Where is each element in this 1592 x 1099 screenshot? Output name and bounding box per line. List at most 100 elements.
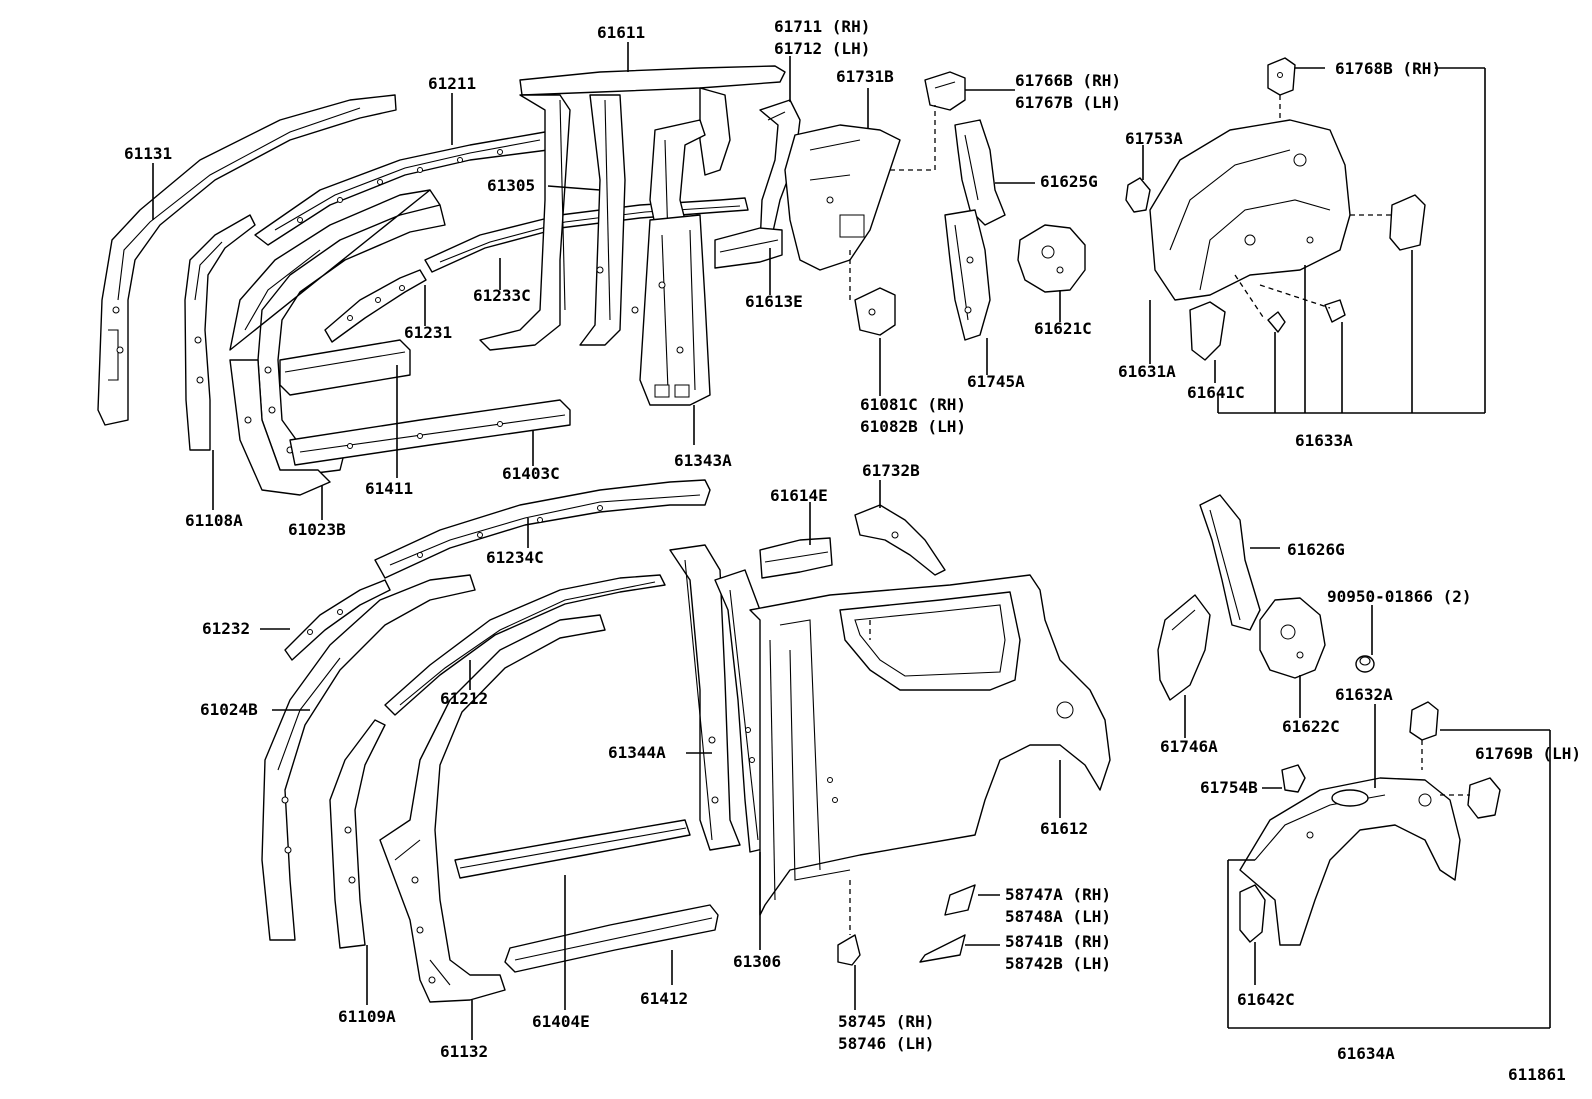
label-61344a: 61344A xyxy=(608,743,666,762)
label-61622c: 61622C xyxy=(1282,717,1340,736)
label-61753a: 61753A xyxy=(1125,129,1183,148)
part-61234c-roof-rail xyxy=(374,479,711,579)
part-61611-roof-side xyxy=(479,65,786,351)
part-61754b-clip xyxy=(1281,764,1306,793)
label-61132: 61132 xyxy=(440,1042,489,1061)
part-61634a-small-part xyxy=(1467,777,1501,819)
part-61631a-wheel-house xyxy=(1149,119,1351,301)
part-61614e-bracket xyxy=(759,537,833,579)
label-61632a: 61632A xyxy=(1335,685,1393,704)
label-61211: 61211 xyxy=(428,74,477,93)
label-61631a: 61631A xyxy=(1118,362,1176,381)
part-61212-roof-rail xyxy=(384,574,666,716)
label-61731b: 61731B xyxy=(836,67,894,86)
part-61081c-bracket xyxy=(854,287,896,336)
part-61613e-bracket xyxy=(714,227,783,269)
part-61109a-pillar xyxy=(329,719,386,949)
part-61745a-panel xyxy=(944,209,991,341)
label-61212: 61212 xyxy=(440,689,489,708)
part-61746a-panel xyxy=(1157,594,1211,701)
label-61768b: 61768B (RH) xyxy=(1335,59,1441,78)
part-61622c-wheelhouse-plate xyxy=(1259,597,1326,679)
part-61023b-front-pillar xyxy=(229,189,446,496)
label-58746: 58746 (LH) xyxy=(838,1034,935,1053)
diagram-id: 611861 xyxy=(1508,1065,1566,1084)
part-61231-bracket xyxy=(324,269,427,343)
label-61231: 61231 xyxy=(404,323,453,342)
label-58747a: 58747A (RH) xyxy=(1005,885,1111,904)
part-61632a-wheel-house xyxy=(1239,777,1461,946)
label-61403c: 61403C xyxy=(502,464,560,483)
part-61621c-wheelhouse-plate xyxy=(1017,224,1086,293)
label-61081c: 61081C (RH) xyxy=(860,395,966,414)
part-61131-outer-pillar xyxy=(97,94,397,426)
label-61712: 61712 (LH) xyxy=(774,39,871,58)
label-61613e: 61613E xyxy=(745,292,803,311)
label-61711: 61711 (RH) xyxy=(774,17,871,36)
label-61412: 61412 xyxy=(640,989,689,1008)
part-61108a-a-pillar-inner xyxy=(184,214,256,451)
label-61633a: 61633A xyxy=(1295,431,1353,450)
part-61732b-quarter-inner xyxy=(854,504,946,576)
part-61753a-clip xyxy=(1125,177,1151,213)
label-61641c: 61641C xyxy=(1187,383,1245,402)
label-58748a: 58748A (LH) xyxy=(1005,907,1111,926)
part-61625g-pillar-inner xyxy=(954,119,1006,226)
part-61626g-pillar-inner xyxy=(1199,494,1261,631)
label-58742b: 58742B (LH) xyxy=(1005,954,1111,973)
label-61306: 61306 xyxy=(733,952,782,971)
part-61641c-bracket xyxy=(1189,301,1226,361)
label-61745a: 61745A xyxy=(967,372,1025,391)
label-61625g: 61625G xyxy=(1040,172,1098,191)
label-61732b: 61732B xyxy=(862,461,920,480)
part-61731b-quarter-inner xyxy=(784,124,901,271)
part-90950-grommet xyxy=(1355,655,1375,673)
label-61642c: 61642C xyxy=(1237,990,1295,1009)
part-58741b-patch xyxy=(919,934,966,963)
part-61612-quarter-panel xyxy=(749,574,1111,916)
label-61023b: 61023B xyxy=(288,520,346,539)
label-61024b: 61024B xyxy=(200,700,258,719)
part-61633a-small-parts xyxy=(1267,194,1426,333)
part-61412-rocker xyxy=(504,904,719,973)
label-61766b: 61766B (RH) xyxy=(1015,71,1121,90)
label-61634a: 61634A xyxy=(1337,1044,1395,1063)
label-61621c: 61621C xyxy=(1034,319,1092,338)
part-61769b-bracket xyxy=(1409,701,1439,741)
label-61754b: 61754B xyxy=(1200,778,1258,797)
part-61404e-rocker-inner xyxy=(454,819,691,879)
part-58745-patch xyxy=(837,934,861,966)
part-61403c-rocker xyxy=(289,399,571,466)
part-61344a-center-pillar xyxy=(669,544,741,851)
label-61614e: 61614E xyxy=(770,486,828,505)
part-61642c-bracket xyxy=(1239,884,1266,943)
label-61769b: 61769B (LH) xyxy=(1475,744,1581,763)
part-61232-bracket xyxy=(284,579,391,661)
label-90950: 90950-01866 (2) xyxy=(1327,587,1472,606)
label-61305: 61305 xyxy=(487,176,536,195)
label-61404e: 61404E xyxy=(532,1012,590,1031)
label-61411: 61411 xyxy=(365,479,414,498)
part-61411-rocker-inner xyxy=(279,339,411,396)
label-58741b: 58741B (RH) xyxy=(1005,932,1111,951)
label-61109a: 61109A xyxy=(338,1007,396,1026)
part-61343a-pillar-lower xyxy=(639,214,711,406)
label-61232: 61232 xyxy=(202,619,251,638)
label-61611: 61611 xyxy=(597,23,646,42)
part-61766b-bracket xyxy=(924,71,966,111)
label-61082b: 61082B (LH) xyxy=(860,417,966,436)
part-61768b-bracket xyxy=(1267,57,1296,96)
label-61108a: 61108A xyxy=(185,511,243,530)
label-61234c: 61234C xyxy=(486,548,544,567)
label-61767b: 61767B (LH) xyxy=(1015,93,1121,112)
part-61132-front-pillar xyxy=(379,614,606,1003)
label-61612: 61612 xyxy=(1040,819,1089,838)
label-58745: 58745 (RH) xyxy=(838,1012,935,1031)
label-61343a: 61343A xyxy=(674,451,732,470)
label-61131: 61131 xyxy=(124,144,173,163)
label-61233c: 61233C xyxy=(473,286,531,305)
label-61626g: 61626G xyxy=(1287,540,1345,559)
leader-lines xyxy=(152,42,1551,1040)
